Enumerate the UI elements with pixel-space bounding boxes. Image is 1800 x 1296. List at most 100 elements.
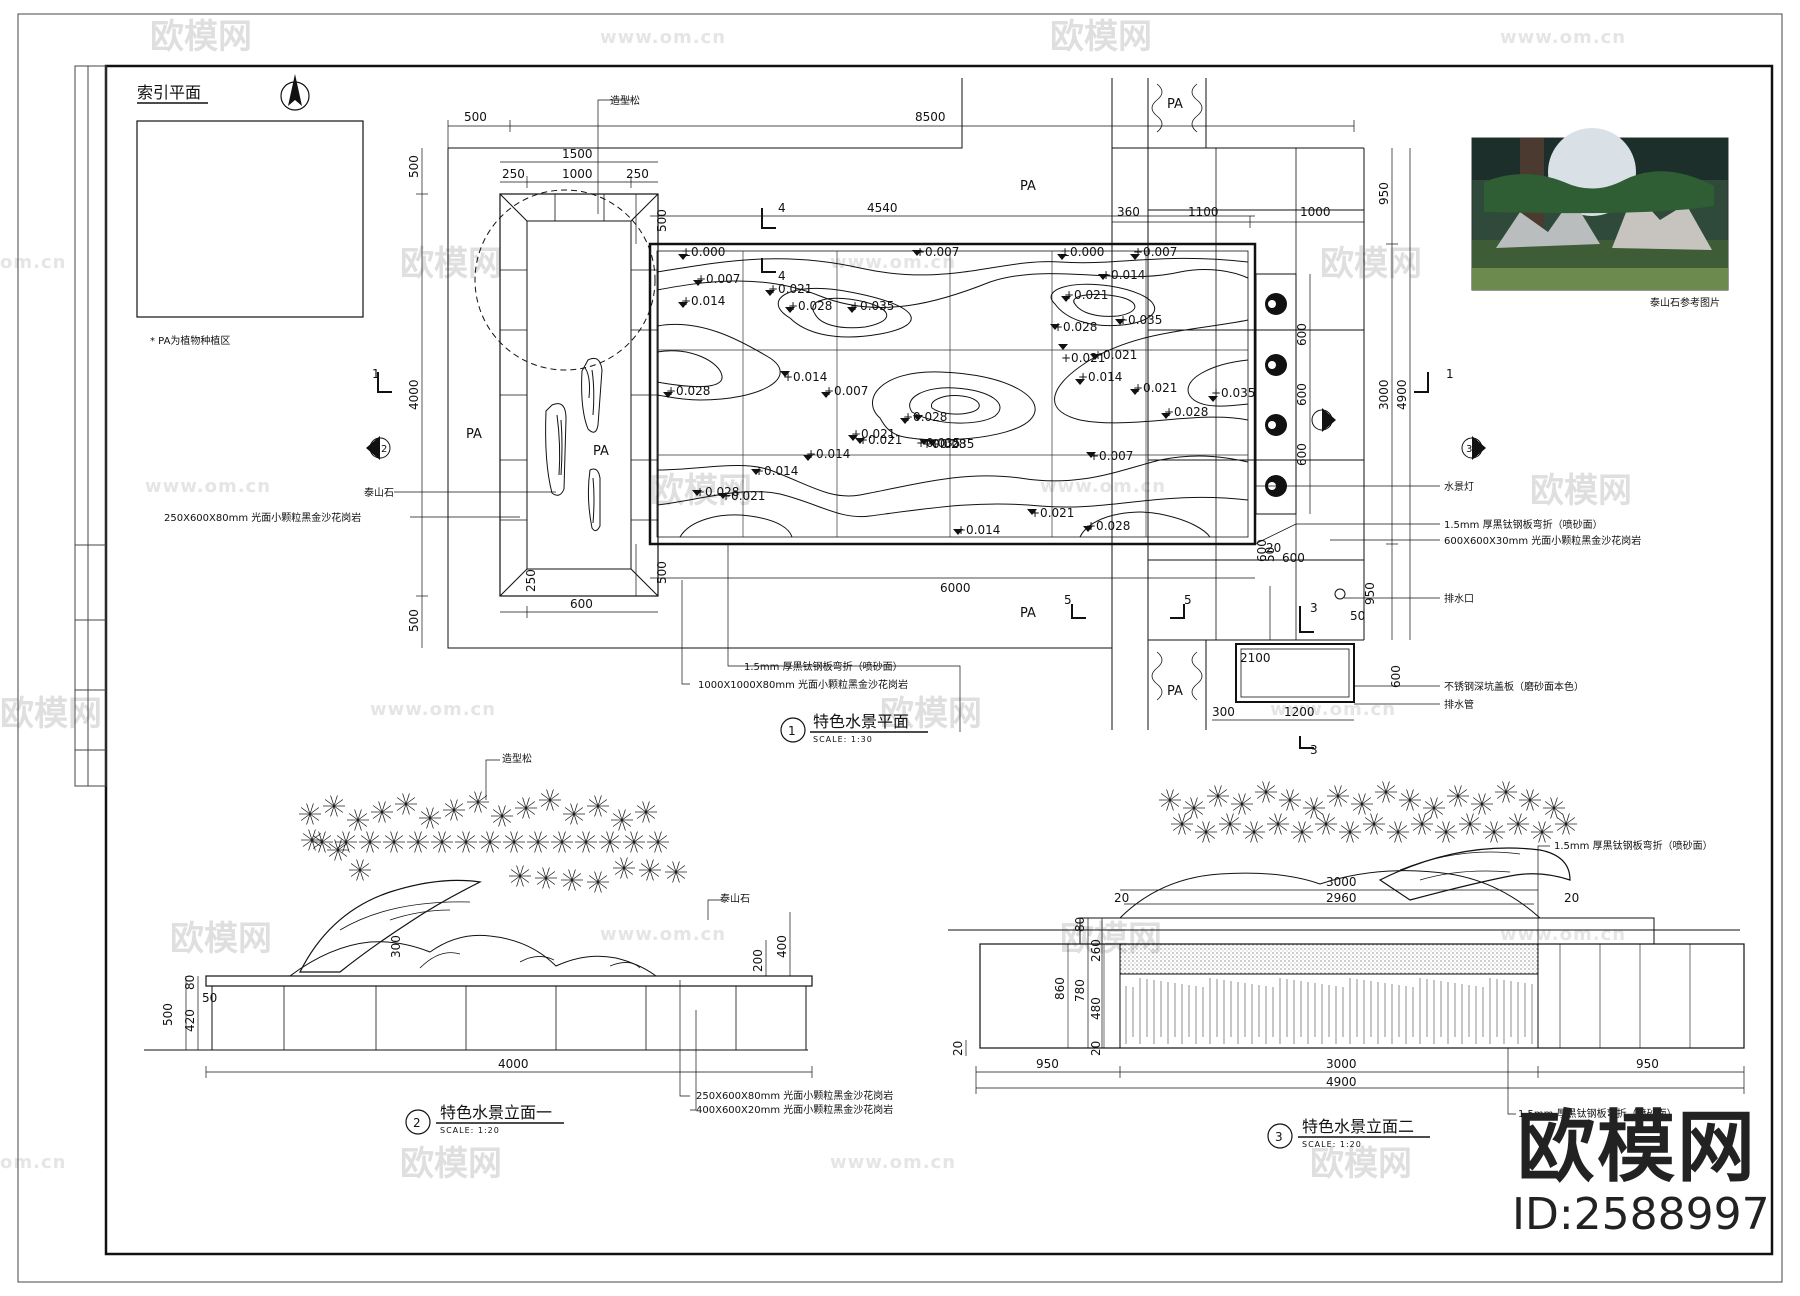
- pine-needle: [618, 809, 623, 821]
- pine-needle: [588, 875, 599, 883]
- pine-needle: [378, 801, 383, 813]
- pine-needle: [1526, 789, 1531, 801]
- pine-needle: [1496, 791, 1507, 799]
- pine-needle: [359, 869, 370, 877]
- pine-needle: [1253, 831, 1258, 843]
- pine-needle: [1217, 789, 1228, 797]
- pine-needle: [1457, 785, 1462, 797]
- pine-needle: [1361, 797, 1372, 805]
- section-mark-label: 5: [1064, 593, 1072, 607]
- pine-needle: [1493, 821, 1498, 833]
- elevation-label: +0.007: [1089, 449, 1133, 463]
- pine-needle: [585, 835, 596, 843]
- pine-needle: [1508, 823, 1519, 831]
- pine-needle: [1166, 799, 1171, 811]
- pine-needle: [369, 841, 380, 849]
- pine-needle: [405, 803, 410, 815]
- pine-needle: [657, 831, 662, 843]
- pine-needle: [1550, 797, 1555, 809]
- pine-needle: [308, 839, 313, 851]
- pine-needle: [337, 849, 348, 857]
- pine-needle: [1562, 813, 1567, 825]
- pine-needle: [498, 815, 503, 827]
- dimension-label: 20: [1089, 1041, 1103, 1056]
- pine-needle: [321, 841, 332, 849]
- pine-needle: [381, 811, 386, 823]
- pine-needle: [1406, 789, 1411, 801]
- plan-title: 特色水景平面: [813, 712, 909, 731]
- pine-needle: [620, 867, 625, 879]
- pine-needle: [300, 807, 311, 815]
- pine-needle: [519, 869, 530, 877]
- dimension-label: 8500: [915, 110, 946, 124]
- elevation-label: +0.007: [696, 272, 740, 286]
- pine-needle: [333, 805, 344, 813]
- pine-needle: [1169, 793, 1180, 801]
- pine-needle: [540, 799, 551, 807]
- watermark-logo: 欧模网: [880, 694, 982, 734]
- elevation-label: +0.021: [721, 489, 765, 503]
- pine-needle: [309, 813, 320, 821]
- pine-needle: [357, 819, 368, 827]
- pine-needle: [1337, 789, 1348, 797]
- elevation-label: +0.035: [1211, 386, 1255, 400]
- pine-needle: [1433, 807, 1438, 819]
- pine-needle: [453, 809, 464, 817]
- pine-needle: [552, 835, 563, 843]
- pine-needle: [1397, 825, 1408, 833]
- dimension-label: 1100: [1188, 205, 1219, 219]
- pine-needle: [646, 859, 651, 871]
- pine-needle: [1469, 813, 1474, 825]
- pine-needle: [477, 801, 482, 813]
- pine-needle: [1385, 781, 1390, 793]
- pine-needle: [328, 843, 339, 851]
- pine-needle: [1397, 831, 1402, 843]
- watermark-url: www.om.cn: [830, 1152, 956, 1173]
- pine-needle: [609, 841, 620, 849]
- elevation-label: +0.014: [1101, 268, 1145, 282]
- elevation-label: +0.021: [1061, 351, 1105, 365]
- pine-needle: [552, 841, 563, 849]
- pine-needle: [369, 841, 374, 853]
- pine-needle: [1298, 831, 1303, 843]
- annotation: 1.5mm 厚黑钛钢板弯折（喷砂面）: [744, 660, 903, 673]
- dimension-label: 400: [775, 935, 789, 958]
- pine-needle: [585, 841, 590, 853]
- pine-needle: [675, 865, 686, 873]
- section-mark-label: 1: [1446, 367, 1454, 381]
- pine-needle: [1529, 799, 1534, 811]
- pine-needle: [1334, 785, 1339, 797]
- pine-needle: [345, 835, 356, 843]
- dimension-label: 6000: [940, 581, 971, 595]
- watermark-url: www.om.cn: [830, 252, 956, 273]
- pine-needle: [649, 869, 660, 877]
- pine-needle: [1436, 825, 1447, 833]
- pine-needle: [672, 871, 677, 883]
- pine-needle: [396, 803, 407, 811]
- pool-outline: [648, 242, 1257, 546]
- pine-needle: [525, 807, 536, 815]
- pine-needle: [444, 809, 455, 817]
- pine-needle: [549, 793, 560, 801]
- pine-needle: [456, 835, 467, 843]
- elevation-label: +0.035: [850, 299, 894, 313]
- pine-needle: [633, 831, 638, 843]
- pine-needle: [1502, 791, 1507, 803]
- pine-needle: [1241, 803, 1246, 815]
- reference-photo-caption: 泰山石参考图片: [1650, 296, 1720, 309]
- pine-needle: [597, 875, 608, 883]
- pine-needle: [1514, 813, 1519, 825]
- dimension-label: 360: [1117, 205, 1140, 219]
- pine-needle: [489, 831, 494, 843]
- pine-needle: [549, 789, 554, 801]
- dimension-label: 500: [655, 561, 669, 584]
- pine-needle: [675, 871, 686, 879]
- plan-title-block: 1 特色水景平面 SCALE: 1:30: [780, 712, 928, 744]
- pine-needle: [1229, 823, 1240, 831]
- pine-needle: [594, 795, 599, 807]
- pine-needle: [564, 813, 575, 821]
- pine-needle: [582, 831, 587, 843]
- pine-needle: [1262, 791, 1267, 803]
- pine-needle: [1412, 817, 1423, 825]
- pine-needle: [359, 869, 364, 881]
